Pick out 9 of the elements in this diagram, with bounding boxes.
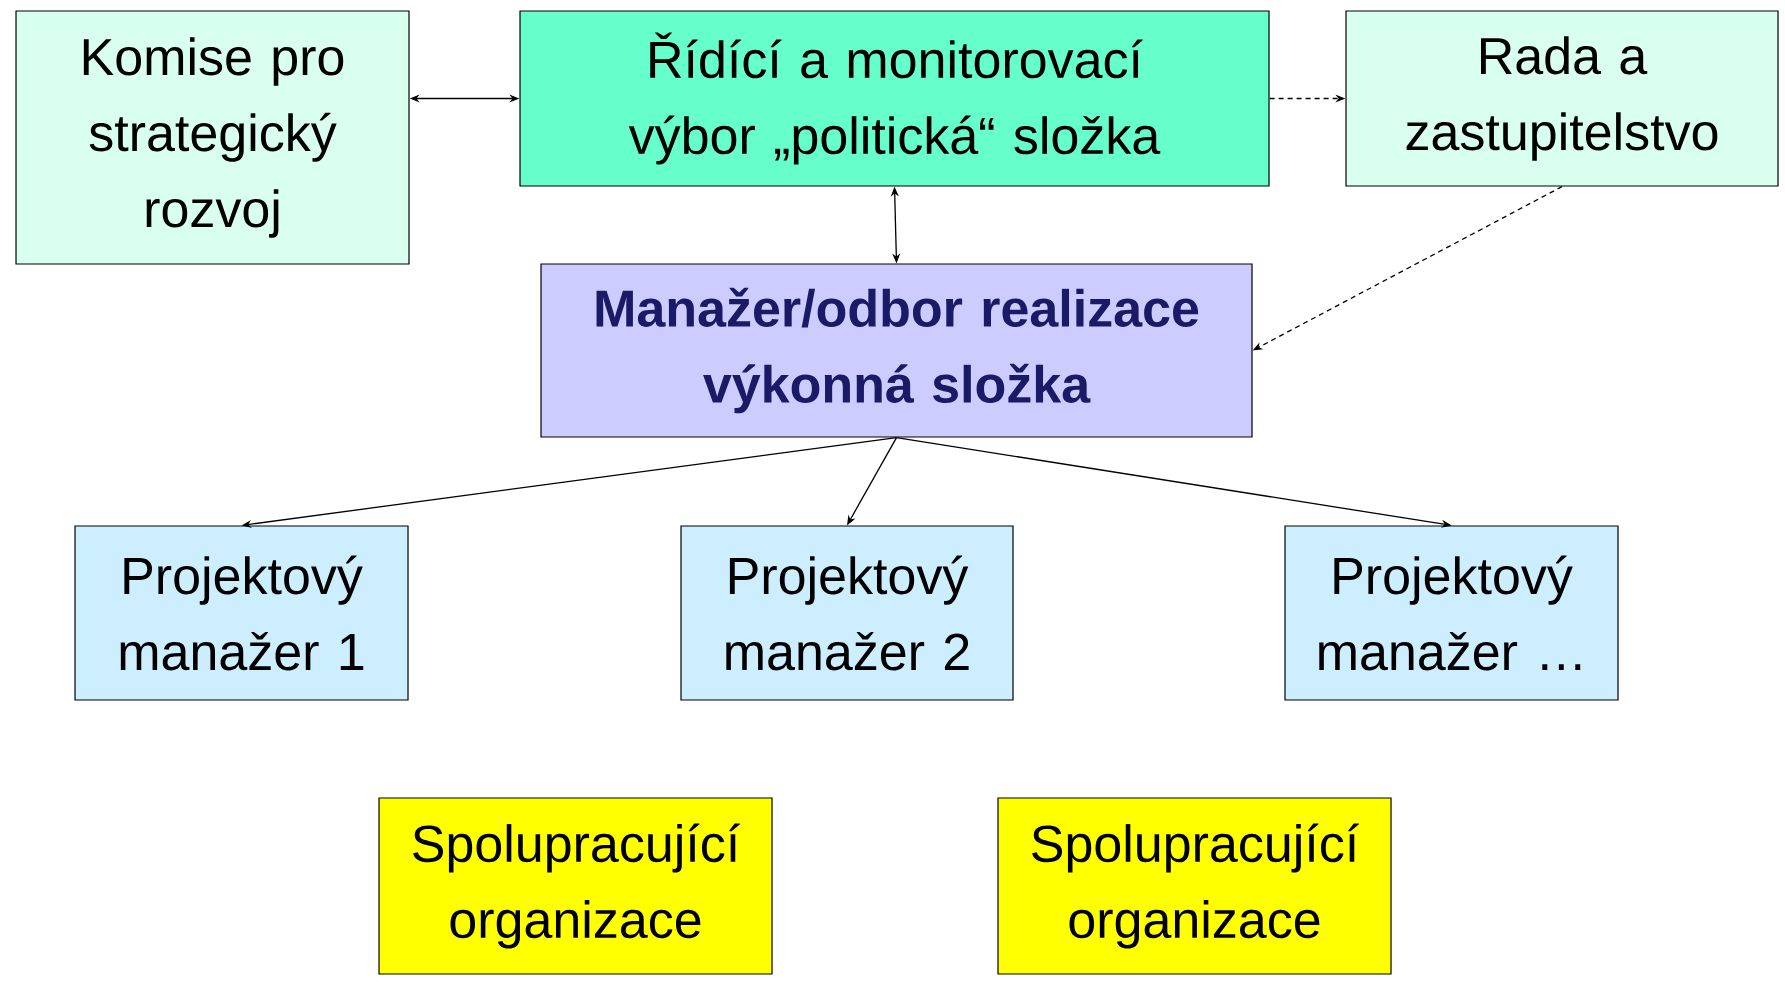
committee-box: Komise pro strategický rozvoj bbox=[15, 10, 410, 265]
committee-box: Řídící a monitorovací výbor „politická“ složka bbox=[519, 10, 1270, 187]
organization-box: Spolupracující organizace bbox=[997, 797, 1392, 975]
organization-box: Spolupracující organizace bbox=[378, 797, 773, 975]
project-manager-box: Projektový manažer … bbox=[1284, 525, 1619, 701]
project-manager-box: Projektový manažer 2 bbox=[680, 525, 1014, 701]
council-box: Rada a zastupitelstvo bbox=[1345, 10, 1779, 187]
manager-box: Manažer/odbor realizace výkonná složka bbox=[540, 263, 1253, 438]
project-manager-box: Projektový manažer 1 bbox=[74, 525, 409, 701]
